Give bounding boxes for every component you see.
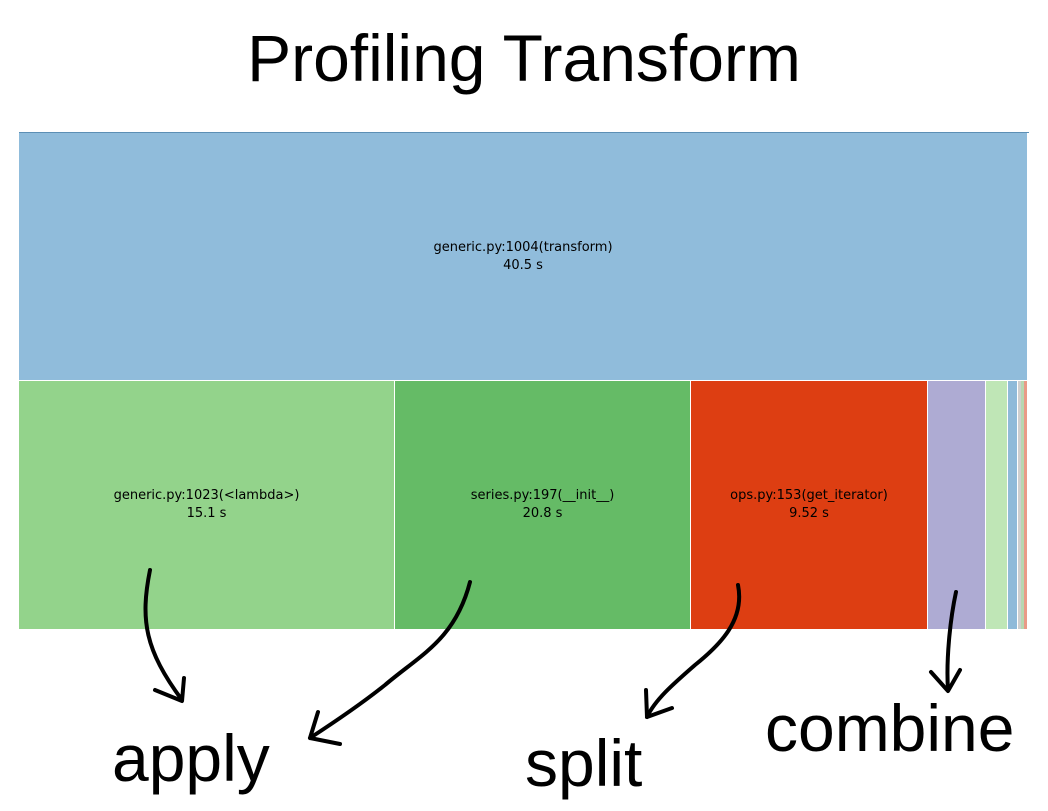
frame-time: 20.8 s	[522, 506, 563, 521]
frame-time: 9.52 s	[789, 506, 829, 521]
frame-series-init[interactable]: series.py:197(__init__) 20.8 s	[395, 381, 691, 629]
frame-time: 15.1 s	[186, 506, 227, 521]
frame-label: generic.py:1023(<lambda>)	[113, 488, 300, 503]
apply-arrow-1	[143, 568, 184, 702]
split-arrow	[645, 583, 742, 719]
split-arrow-head	[644, 688, 674, 719]
frame-small-2[interactable]	[986, 381, 1008, 629]
combine-label: combine	[765, 691, 1015, 765]
combine-arrow	[945, 590, 958, 692]
frame-small-5[interactable]	[1021, 381, 1024, 629]
frame-small-4[interactable]	[1018, 381, 1021, 629]
split-label: split	[525, 726, 643, 800]
frame-small-3[interactable]	[1008, 381, 1018, 629]
frame-label: series.py:197(__init__)	[470, 488, 615, 503]
frame-transform[interactable]: generic.py:1004(transform) 40.5 s	[19, 133, 1028, 380]
frame-lambda[interactable]: generic.py:1023(<lambda>) 15.1 s	[19, 381, 395, 629]
apply-arrow-2	[308, 580, 472, 740]
page-title: Profiling Transform	[247, 21, 801, 95]
combine-arrow-head	[929, 668, 962, 693]
icicle-chart: generic.py:1004(transform) 40.5 s generi…	[19, 132, 1029, 629]
frame-small-6[interactable]	[1024, 381, 1027, 629]
apply-arrow-1-head	[153, 676, 186, 703]
frame-label: generic.py:1004(transform)	[433, 239, 613, 255]
apply-arrow-2-head	[308, 710, 342, 746]
frame-get-iterator[interactable]: ops.py:153(get_iterator) 9.52 s	[691, 381, 928, 629]
apply-label: apply	[112, 721, 270, 795]
frame-small-1[interactable]	[928, 381, 986, 629]
frame-time: 40.5 s	[503, 257, 543, 273]
chart-top-border	[19, 132, 1029, 133]
frame-label: ops.py:153(get_iterator)	[730, 488, 888, 503]
